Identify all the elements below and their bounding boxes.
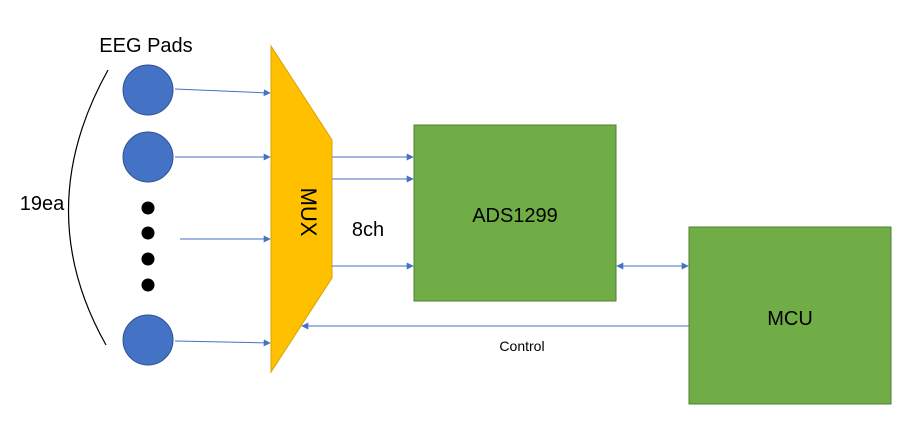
pad-group-bracket — [67, 69, 109, 346]
mcu-label: MCU — [767, 308, 813, 330]
adc-block — [413, 124, 617, 302]
ellipsis-dot — [141, 252, 155, 266]
pad-to-mux-arrow — [174, 88, 271, 97]
mux-block — [270, 44, 333, 374]
mux-label: MUX — [296, 188, 321, 237]
pad-count-label: 19ea — [20, 193, 65, 215]
control-label: Control — [499, 338, 544, 354]
adc-label: ADS1299 — [472, 205, 558, 227]
mcu-block — [688, 226, 892, 405]
eeg-pad — [122, 131, 174, 183]
ellipsis-dot — [141, 278, 155, 292]
ellipsis-dot — [141, 226, 155, 240]
pad-to-mux-arrow — [174, 339, 271, 347]
eeg-pads-label: EEG Pads — [99, 35, 192, 57]
eeg-pad — [122, 314, 174, 366]
eeg-pad — [122, 64, 174, 116]
ellipsis-dot — [141, 201, 155, 215]
channels-label: 8ch — [352, 219, 384, 241]
